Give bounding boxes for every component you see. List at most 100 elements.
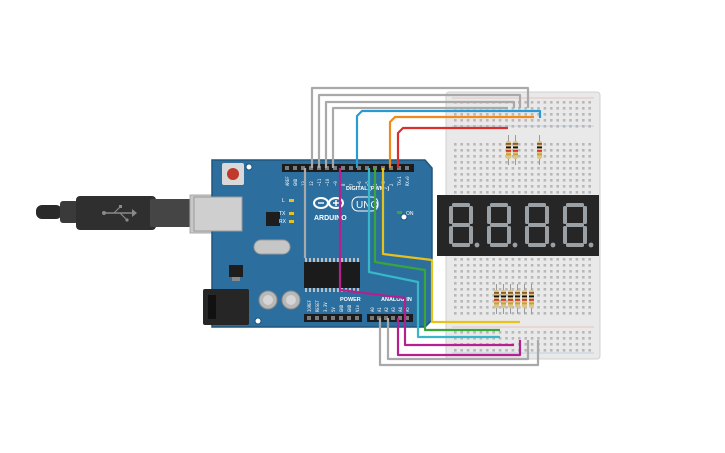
- breadboard-hole[interactable]: [479, 173, 483, 176]
- breadboard-hole[interactable]: [550, 294, 553, 297]
- breadboard-hole[interactable]: [524, 125, 527, 128]
- breadboard-hole[interactable]: [473, 191, 476, 194]
- breadboard-hole[interactable]: [562, 349, 566, 352]
- breadboard-hole[interactable]: [556, 125, 559, 128]
- breadboard-hole[interactable]: [473, 125, 476, 128]
- breadboard-hole[interactable]: [466, 185, 470, 188]
- breadboard-hole[interactable]: [486, 312, 489, 315]
- breadboard-hole[interactable]: [556, 264, 559, 267]
- breadboard-hole[interactable]: [524, 179, 527, 182]
- breadboard-hole[interactable]: [460, 306, 463, 309]
- breadboard-hole[interactable]: [454, 306, 457, 309]
- breadboard-hole[interactable]: [460, 282, 463, 285]
- breadboard-hole[interactable]: [588, 276, 591, 279]
- breadboard-hole[interactable]: [537, 306, 540, 309]
- breadboard-hole[interactable]: [582, 113, 585, 116]
- breadboard-hole[interactable]: [486, 270, 489, 273]
- breadboard-hole[interactable]: [588, 161, 591, 164]
- breadboard-hole[interactable]: [460, 167, 463, 170]
- breadboard-hole[interactable]: [511, 185, 515, 188]
- breadboard-hole[interactable]: [575, 337, 579, 340]
- breadboard-hole[interactable]: [473, 288, 476, 291]
- breadboard-hole[interactable]: [479, 331, 483, 334]
- breadboard-hole[interactable]: [518, 191, 521, 194]
- breadboard-hole[interactable]: [486, 191, 489, 194]
- breadboard-hole[interactable]: [486, 300, 489, 303]
- breadboard-hole[interactable]: [550, 161, 553, 164]
- power-pin-hole[interactable]: [323, 316, 327, 320]
- breadboard-hole[interactable]: [562, 337, 566, 340]
- breadboard-hole[interactable]: [588, 107, 591, 110]
- breadboard-hole[interactable]: [498, 125, 502, 128]
- breadboard-hole[interactable]: [556, 337, 559, 340]
- breadboard-hole[interactable]: [511, 288, 515, 291]
- breadboard-hole[interactable]: [454, 185, 457, 188]
- breadboard-hole[interactable]: [511, 191, 515, 194]
- breadboard-hole[interactable]: [550, 191, 553, 194]
- breadboard-hole[interactable]: [460, 149, 463, 152]
- breadboard-hole[interactable]: [454, 264, 457, 267]
- breadboard-hole[interactable]: [492, 300, 495, 303]
- breadboard-hole[interactable]: [518, 167, 521, 170]
- breadboard-hole[interactable]: [530, 258, 534, 261]
- breadboard-hole[interactable]: [550, 288, 553, 291]
- breadboard-hole[interactable]: [466, 179, 470, 182]
- breadboard-hole[interactable]: [466, 161, 470, 164]
- breadboard-hole[interactable]: [530, 101, 534, 104]
- breadboard-hole[interactable]: [575, 125, 579, 128]
- breadboard-hole[interactable]: [582, 264, 585, 267]
- breadboard-hole[interactable]: [486, 331, 489, 334]
- breadboard-hole[interactable]: [505, 312, 508, 315]
- breadboard-hole[interactable]: [460, 264, 463, 267]
- breadboard-hole[interactable]: [543, 107, 547, 110]
- breadboard-hole[interactable]: [556, 179, 559, 182]
- breadboard-hole[interactable]: [524, 119, 527, 122]
- breadboard-hole[interactable]: [460, 300, 463, 303]
- breadboard-hole[interactable]: [466, 337, 470, 340]
- breadboard-hole[interactable]: [518, 125, 521, 128]
- breadboard-hole[interactable]: [537, 125, 540, 128]
- breadboard-hole[interactable]: [473, 276, 476, 279]
- breadboard-hole[interactable]: [524, 343, 527, 346]
- breadboard-hole[interactable]: [460, 119, 463, 122]
- breadboard-hole[interactable]: [498, 300, 502, 303]
- breadboard-hole[interactable]: [511, 276, 515, 279]
- breadboard-hole[interactable]: [575, 343, 579, 346]
- breadboard-hole[interactable]: [588, 258, 591, 261]
- breadboard-hole[interactable]: [550, 125, 553, 128]
- breadboard-hole[interactable]: [498, 119, 502, 122]
- breadboard-hole[interactable]: [562, 185, 566, 188]
- breadboard-hole[interactable]: [498, 282, 502, 285]
- breadboard-hole[interactable]: [556, 343, 559, 346]
- breadboard-hole[interactable]: [537, 288, 540, 291]
- breadboard-hole[interactable]: [479, 161, 483, 164]
- breadboard-hole[interactable]: [530, 185, 534, 188]
- breadboard-hole[interactable]: [466, 173, 470, 176]
- breadboard-hole[interactable]: [562, 119, 566, 122]
- breadboard-hole[interactable]: [473, 167, 476, 170]
- breadboard-hole[interactable]: [562, 306, 566, 309]
- breadboard-hole[interactable]: [492, 125, 495, 128]
- breadboard-hole[interactable]: [505, 125, 508, 128]
- breadboard-hole[interactable]: [530, 149, 534, 152]
- breadboard-hole[interactable]: [466, 312, 470, 315]
- breadboard-hole[interactable]: [524, 113, 527, 116]
- breadboard-hole[interactable]: [524, 288, 527, 291]
- breadboard-hole[interactable]: [562, 173, 566, 176]
- breadboard-hole[interactable]: [562, 161, 566, 164]
- breadboard-hole[interactable]: [562, 107, 566, 110]
- breadboard-hole[interactable]: [486, 337, 489, 340]
- breadboard-hole[interactable]: [486, 349, 489, 352]
- breadboard-hole[interactable]: [518, 113, 521, 116]
- breadboard-hole[interactable]: [505, 276, 508, 279]
- breadboard-hole[interactable]: [550, 312, 553, 315]
- breadboard-hole[interactable]: [569, 125, 572, 128]
- breadboard-hole[interactable]: [575, 306, 579, 309]
- breadboard-hole[interactable]: [454, 179, 457, 182]
- digital-pin-hole[interactable]: [341, 166, 345, 170]
- resistor[interactable]: [508, 284, 513, 314]
- breadboard-hole[interactable]: [473, 185, 476, 188]
- breadboard-hole[interactable]: [505, 337, 508, 340]
- breadboard-hole[interactable]: [486, 173, 489, 176]
- breadboard-hole[interactable]: [511, 125, 515, 128]
